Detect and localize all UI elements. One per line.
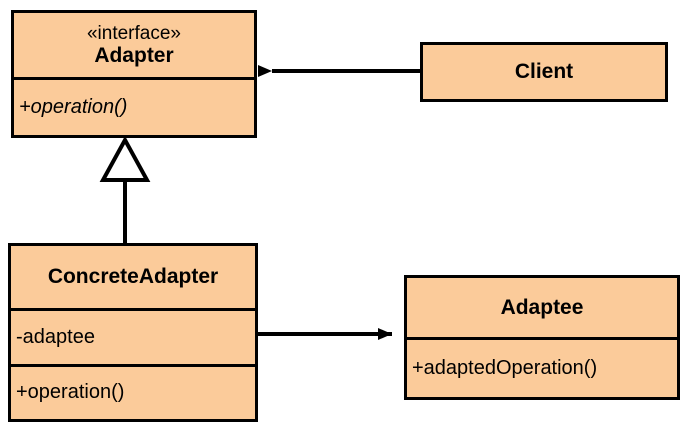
class-stereotype-adapter: «interface» bbox=[86, 22, 181, 44]
class-box-adapter[interactable]: «interface» Adapter +operation() bbox=[11, 10, 257, 138]
class-name-adaptee: Adaptee bbox=[500, 295, 584, 319]
class-header-concreteadapter: ConcreteAdapter bbox=[11, 246, 255, 308]
class-header-adaptee: Adaptee bbox=[407, 278, 677, 337]
class-operation-adaptee-adaptedoperation: +adaptedOperation() bbox=[407, 336, 677, 397]
class-box-adaptee[interactable]: Adaptee +adaptedOperation() bbox=[404, 275, 680, 400]
class-box-concreteadapter[interactable]: ConcreteAdapter -adaptee +operation() bbox=[8, 243, 258, 422]
class-name-concreteadapter: ConcreteAdapter bbox=[47, 265, 219, 289]
class-attribute-concreteadapter-adaptee: -adaptee bbox=[11, 307, 255, 364]
class-box-client[interactable]: Client bbox=[420, 42, 668, 102]
class-operation-adapter-operation: +operation() bbox=[14, 77, 254, 135]
class-header-adapter: «interface» Adapter bbox=[14, 13, 254, 77]
class-name-adapter: Adapter bbox=[94, 44, 174, 68]
class-name-client: Client bbox=[514, 60, 574, 84]
class-header-client: Client bbox=[423, 45, 665, 99]
class-operation-concreteadapter-operation: +operation() bbox=[11, 363, 255, 419]
edge-concreteadapter-to-adapter bbox=[99, 135, 151, 243]
